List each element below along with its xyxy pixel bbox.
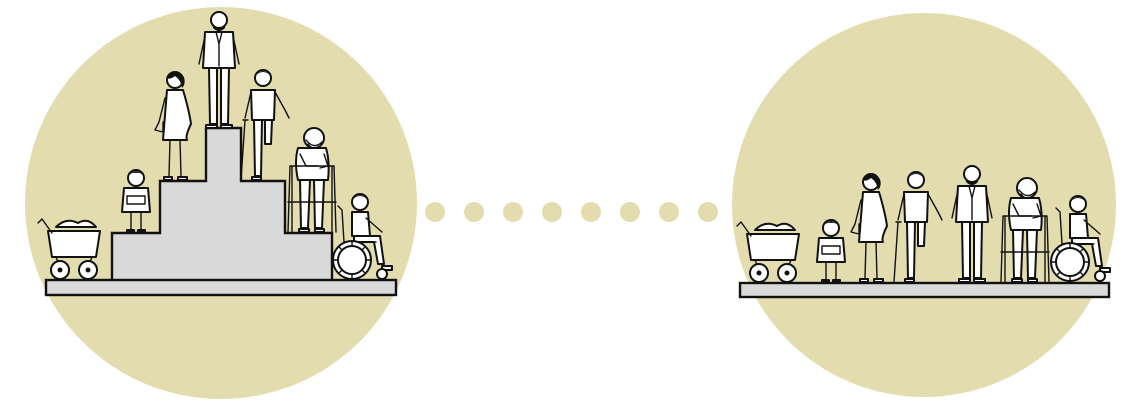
connector-dot (425, 202, 445, 222)
connector-dots (425, 202, 718, 222)
level-access-panel (732, 13, 1116, 397)
right-platform (740, 283, 1109, 297)
connector-dot (581, 202, 601, 222)
connector-dot (503, 202, 523, 222)
connector-dot (464, 202, 484, 222)
connector-dot (620, 202, 640, 222)
left-platform (46, 280, 396, 295)
connector-dot (698, 202, 718, 222)
connector-dot (542, 202, 562, 222)
stepped-access-panel (25, 7, 417, 399)
connector-dot (659, 202, 679, 222)
